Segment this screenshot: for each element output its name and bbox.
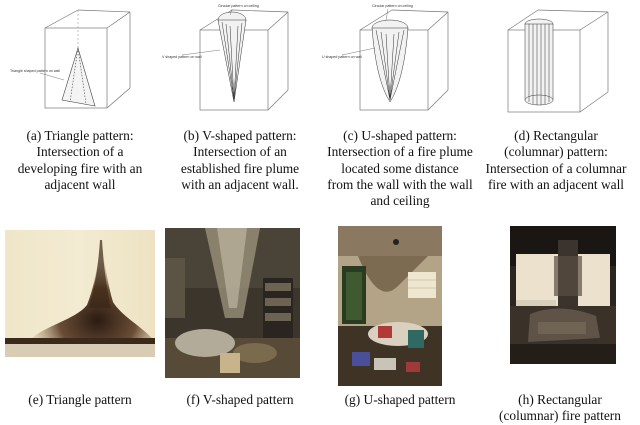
caption-line: (b) V-shaped pattern: — [156, 128, 324, 144]
caption-line: established fire plume — [156, 161, 324, 177]
caption-line: located some distance — [310, 161, 490, 177]
diagram-label-top: Circular pattern on ceiling — [372, 4, 413, 8]
diagram-v-shaped-pattern: Circular pattern on ceiling V shaped pat… — [160, 0, 320, 125]
caption-line: (d) Rectangular — [472, 128, 640, 144]
u-fire-cone — [372, 20, 408, 102]
diagram-label-side: V shaped pattern on wall — [162, 55, 202, 59]
caption-line: (g) U-shaped pattern — [320, 392, 480, 408]
caption-line: from the wall with the wall — [310, 177, 490, 193]
caption-line: (e) Triangle pattern — [0, 392, 160, 408]
caption-h: (h) Rectangular (columnar) fire pattern — [480, 392, 640, 425]
caption-line: adjacent wall — [0, 177, 160, 193]
caption-line: fire with an adjacent wall — [472, 177, 640, 193]
caption-f: (f) V-shaped pattern — [160, 392, 320, 408]
caption-line: Intersection of a fire plume — [310, 144, 490, 160]
photo-triangle-pattern — [5, 230, 155, 357]
caption-c: (c) U-shaped pattern: Intersection of a … — [310, 128, 490, 209]
caption-line: (columnar) fire pattern — [480, 408, 640, 424]
caption-e: (e) Triangle pattern — [0, 392, 160, 408]
caption-d: (d) Rectangular (columnar) pattern: Inte… — [472, 128, 640, 193]
diagram-label-top: Circular pattern on ceiling — [218, 4, 259, 8]
photo-rectangular-pattern — [510, 226, 616, 364]
caption-line: and ceiling — [310, 193, 490, 209]
diagram-triangle-pattern: Triangle shaped pattern on wall — [0, 0, 160, 125]
caption-b: (b) V-shaped pattern: Intersection of an… — [156, 128, 324, 193]
caption-line: Intersection of a — [0, 144, 160, 160]
caption-g: (g) U-shaped pattern — [320, 392, 480, 408]
caption-line: developing fire with an — [0, 161, 160, 177]
caption-line: (h) Rectangular — [480, 392, 640, 408]
diagram-label-side: U shaped pattern on wall — [322, 55, 362, 59]
caption-line: Intersection of an — [156, 144, 324, 160]
diagram-rectangular-pattern — [480, 0, 640, 125]
photo-v-shaped-pattern — [165, 228, 300, 378]
diagram-u-shaped-pattern: Circular pattern on ceiling U shaped pat… — [320, 0, 480, 125]
caption-line: (a) Triangle pattern: — [0, 128, 160, 144]
caption-line: (f) V-shaped pattern — [160, 392, 320, 408]
caption-line: Intersection of a columnar — [472, 161, 640, 177]
caption-line: with an adjacent wall. — [156, 177, 324, 193]
caption-line: (c) U-shaped pattern: — [310, 128, 490, 144]
caption-a: (a) Triangle pattern: Intersection of a … — [0, 128, 160, 193]
triangle-fire-cone — [62, 48, 95, 106]
columnar-fire — [525, 19, 553, 105]
caption-line: (columnar) pattern: — [472, 144, 640, 160]
diagram-label: Triangle shaped pattern on wall — [10, 69, 60, 73]
v-fire-cone — [218, 12, 246, 102]
photo-u-shaped-pattern — [338, 226, 442, 386]
